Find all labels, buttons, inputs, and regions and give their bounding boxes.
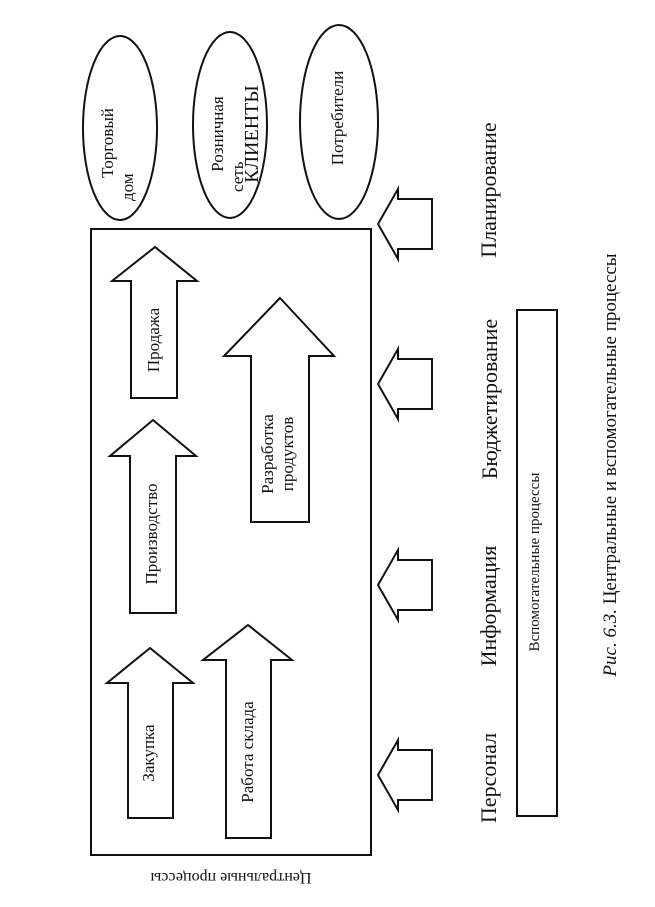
support-processes-box [516,309,558,817]
client-label-torgovyy-dom: Торговый дом [98,85,142,201]
support-label-informatsiya: Информация [476,545,501,667]
process-arrow-rabota-sklada [200,623,295,839]
client-ellipse-torgovyy-dom [82,35,158,221]
process-label-proizvodstvo: Производство [142,483,161,585]
process-label-zakupka: Закупка [139,724,158,782]
process-label-line2: продуктов [277,416,297,492]
figure-caption-text: Центральные и вспомогательные процессы [600,253,621,605]
process-arrow-prodazha [109,245,200,399]
process-arrow-proizvodstvo [107,418,199,614]
support-arrow-informatsiya [376,546,433,624]
process-arrow-zakupka [104,646,196,819]
support-arrow-personal [376,736,433,814]
client-label-line1: Розничная [208,96,227,172]
process-label-prodazha: Продажа [144,307,163,373]
support-processes-label: Вспомогательные процессы [527,472,543,652]
support-arrow-planirovanie [376,185,433,263]
support-label-byudzhetirovanie: Бюджетирование [477,318,502,480]
process-arrow-razrabotka [221,296,337,523]
support-arrow-byudzhetirovanie [376,345,433,423]
client-label-potrebiteli: Потребители [328,70,347,166]
figure-caption: Рис. 6.3. Центральные и вспомогательные … [600,205,626,725]
client-label-line2: дом [117,173,137,201]
process-label-rabota-sklada: Работа склада [238,701,257,803]
figure-caption-prefix: Рис. 6.3. [600,609,621,677]
client-label-line2: сеть [227,161,247,192]
client-ellipse-potrebiteli [299,24,379,220]
support-label-planirovanie: Планирование [476,122,501,258]
client-label-line1: Торговый [98,108,117,178]
client-ellipse-roznichnaya-set [192,31,268,219]
process-label-razrabotka: Разработка продуктов [258,394,302,514]
process-label-line1: Разработка [258,414,277,494]
client-label-roznichnaya-set: Розничная сеть [208,76,252,192]
support-label-personal: Персонал [476,732,501,824]
central-processes-label: Центральные процессы [150,869,312,886]
